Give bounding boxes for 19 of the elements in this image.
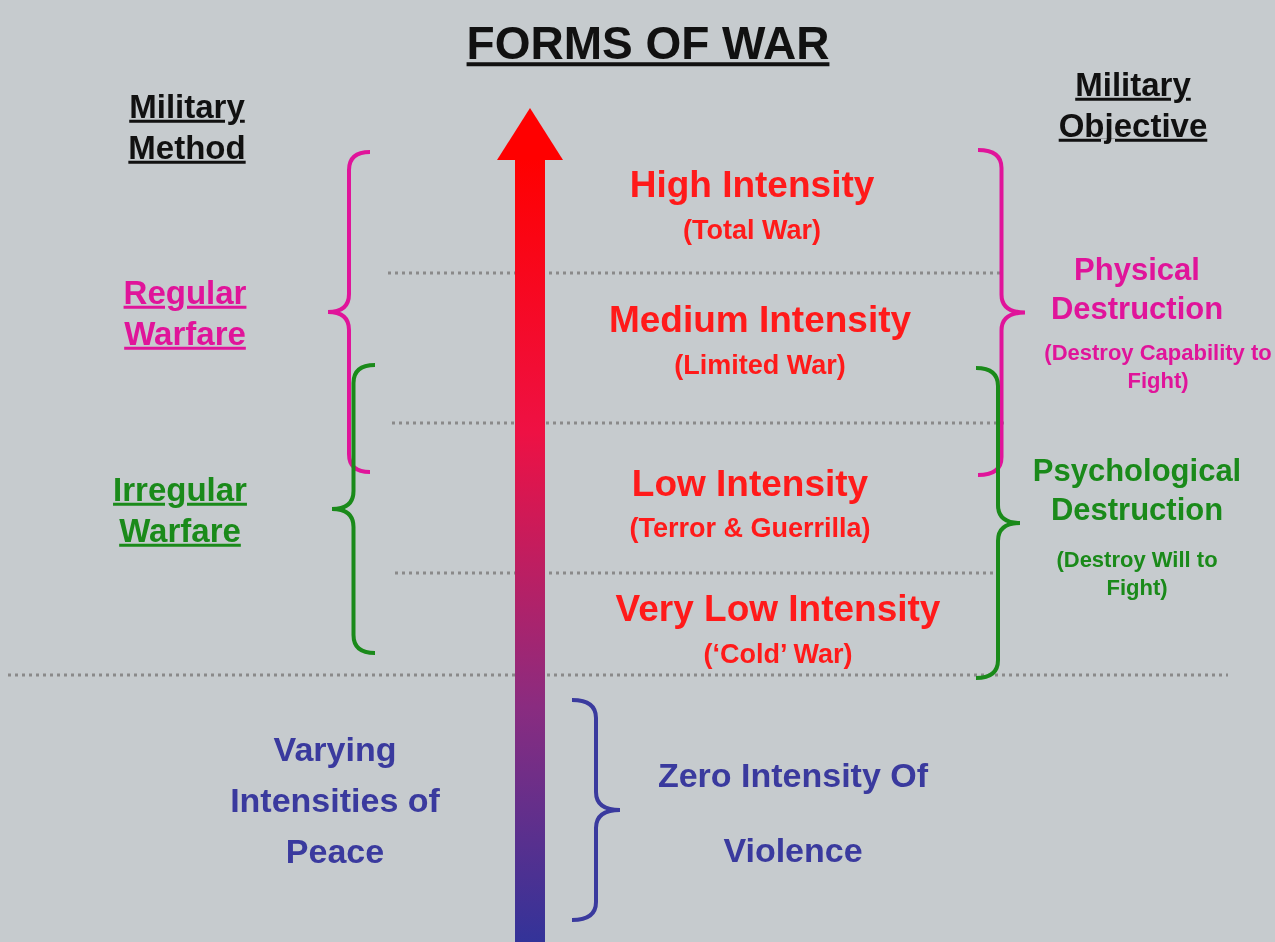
objective-note: (Destroy Capability to Fight) <box>1043 338 1273 394</box>
column-heading: Military Method <box>127 86 247 168</box>
method-label: Regular Warfare <box>122 272 248 354</box>
objective-note: (Destroy Will to Fight) <box>1055 545 1219 601</box>
intensity-note: (Total War) <box>683 214 821 248</box>
column-heading: Military Objective <box>1057 64 1209 146</box>
objective-label: Psychological Destruction <box>1031 452 1243 529</box>
title: FORMS OF WAR <box>466 16 830 72</box>
intensity-label: Low Intensity <box>631 461 869 506</box>
intensity-note: (Limited War) <box>674 349 846 383</box>
intensity-note: (‘Cold’ War) <box>703 638 853 672</box>
intensity-label: Medium Intensity <box>608 297 912 342</box>
objective-label: Physical Destruction <box>1049 251 1225 328</box>
intensity-note: (Terror & Guerrilla) <box>629 512 871 546</box>
peace-label: Varying Intensities of Peace <box>229 728 441 872</box>
method-label: Irregular Warfare <box>112 469 248 551</box>
intensity-label: Zero Intensity Of Violence <box>656 755 930 871</box>
intensity-label: High Intensity <box>629 162 875 207</box>
intensity-label: Very Low Intensity <box>615 586 941 631</box>
